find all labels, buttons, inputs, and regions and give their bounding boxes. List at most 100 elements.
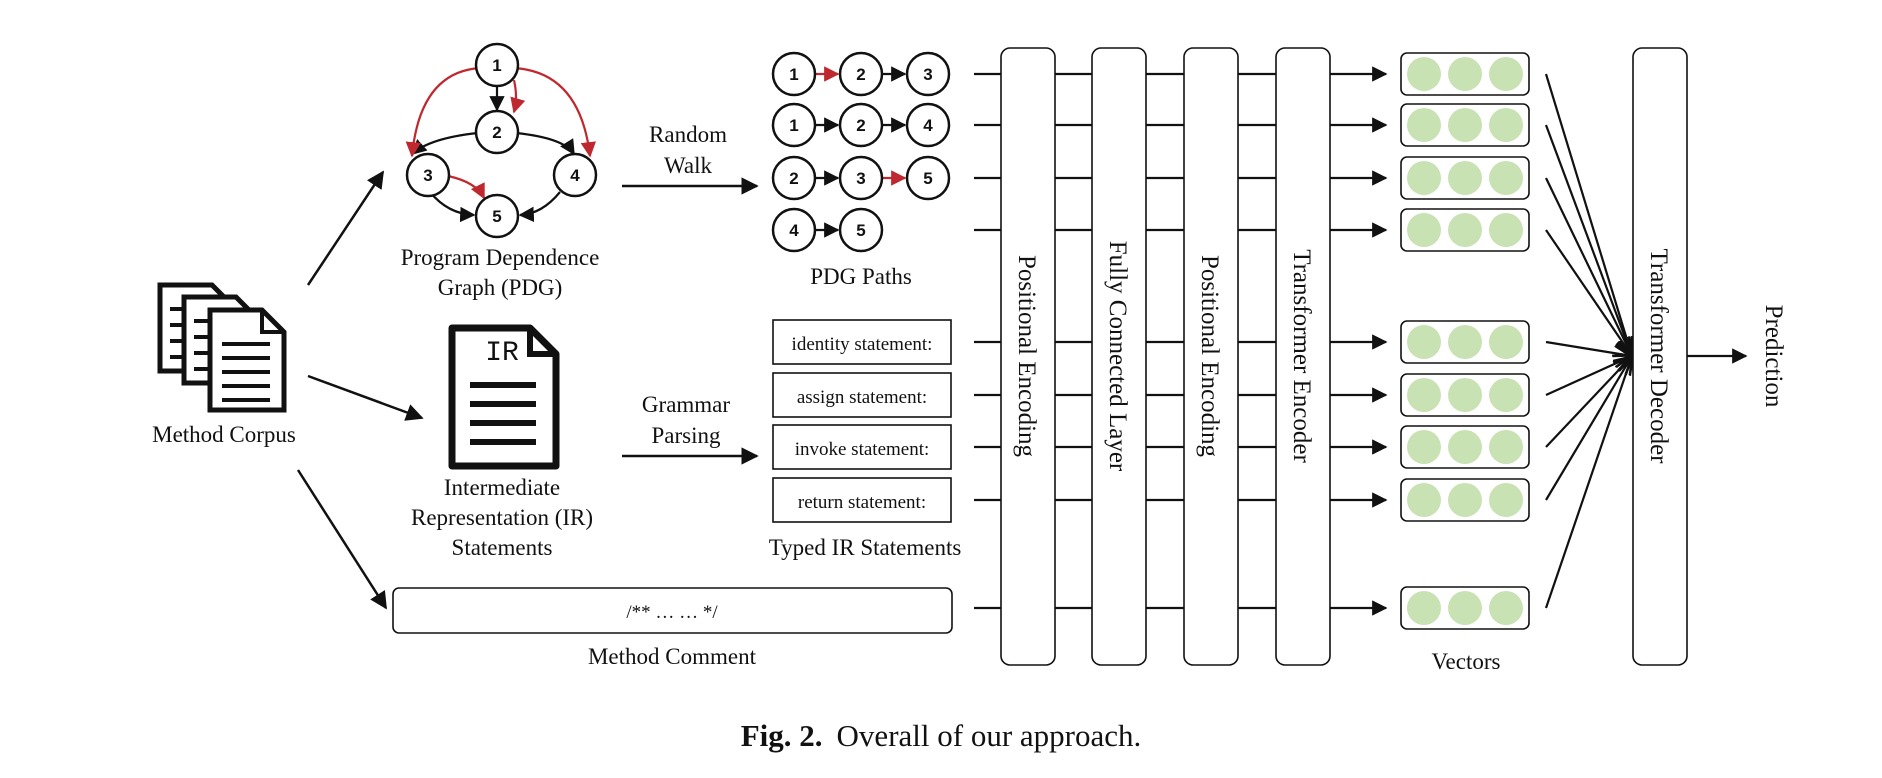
vector-cell — [1448, 161, 1482, 195]
ir-statement-box — [772, 319, 952, 365]
vector-cell — [1448, 213, 1482, 247]
vector-cell — [1407, 378, 1441, 412]
typed-ir-statements: identity statement: assign statement: in… — [772, 319, 952, 523]
method-comment-box — [392, 587, 953, 634]
svg-text:2: 2 — [856, 65, 865, 84]
vectors-group — [1400, 52, 1530, 630]
grammar-parsing-label-1: Grammar — [642, 392, 730, 417]
method-corpus-icon — [157, 282, 287, 413]
vector-cell — [1407, 325, 1441, 359]
vector-cell — [1448, 57, 1482, 91]
ir-label-line1: Intermediate — [444, 475, 560, 500]
vector-cell — [1407, 591, 1441, 625]
path-node: 4 — [905, 102, 951, 148]
pdg-red-edge — [405, 66, 481, 158]
ir-statement-box — [772, 424, 952, 470]
path-node: 2 — [838, 102, 884, 148]
vector-cell — [1489, 430, 1523, 464]
corpus-to-pdg-arrow — [306, 170, 385, 286]
path-node: 5 — [905, 155, 951, 201]
svg-text:Fully Connected Layer: Fully Connected Layer — [1104, 241, 1131, 472]
vector-cell — [1407, 57, 1441, 91]
ir-statement-box — [772, 372, 952, 418]
vector-cell — [1448, 108, 1482, 142]
vector-cell — [1448, 430, 1482, 464]
svg-text:3: 3 — [423, 166, 432, 185]
vector-cell — [1407, 483, 1441, 517]
pdg-label-line1: Program Dependence — [401, 245, 600, 270]
svg-text:Positional Encoding: Positional Encoding — [1196, 255, 1223, 458]
pdg-node: 5 — [474, 193, 520, 239]
vector-cell — [1489, 325, 1523, 359]
vector-cell — [1489, 57, 1523, 91]
vector-cell — [1489, 483, 1523, 517]
vector-cell — [1448, 378, 1482, 412]
layer-positional-encoding-2: Positional Encoding — [1183, 47, 1239, 666]
path-node: 1 — [771, 102, 817, 148]
ir-document-icon: IR — [448, 324, 560, 470]
svg-text:Positional Encoding: Positional Encoding — [1013, 255, 1040, 458]
ir-statement-box — [772, 477, 952, 523]
typed-ir-label: Typed IR Statements — [769, 535, 962, 560]
vector-cell — [1448, 483, 1482, 517]
svg-text:5: 5 — [492, 207, 501, 226]
random-walk-label-1: Random — [649, 122, 727, 147]
pdg-red-edge — [447, 174, 485, 200]
ir-label-line3: Statements — [452, 535, 553, 560]
svg-text:3: 3 — [856, 169, 865, 188]
ir-label-line2: Representation (IR) — [411, 505, 593, 530]
vector-cell — [1407, 108, 1441, 142]
svg-text:IR: IR — [485, 338, 519, 369]
svg-text:5: 5 — [923, 169, 932, 188]
vector-cell — [1489, 213, 1523, 247]
vector-cell — [1489, 108, 1523, 142]
pdg-node: 1 — [474, 42, 520, 88]
pdg-paths: 1 2 3 1 2 4 2 3 5 4 5 — [771, 51, 951, 253]
path-node: 5 — [838, 207, 884, 253]
ir-statement-text: return statement: — [798, 492, 926, 513]
caption-text: Overall of our approach. — [837, 718, 1142, 753]
layer-transformer-encoder: Transformer Encoder — [1275, 47, 1331, 666]
vector-cell — [1407, 430, 1441, 464]
svg-text:2: 2 — [856, 116, 865, 135]
svg-text:2: 2 — [492, 123, 501, 142]
path-node: 3 — [905, 51, 951, 97]
layer-positional-encoding-1: Positional Encoding — [1000, 47, 1056, 666]
pdg-node: 4 — [552, 152, 598, 198]
random-walk-label-2: Walk — [664, 153, 712, 178]
vectors-label: Vectors — [1432, 649, 1501, 674]
vector-cell — [1448, 325, 1482, 359]
vector-cell — [1448, 591, 1482, 625]
figure-caption: Fig. 2. Overall of our approach. — [741, 718, 1142, 753]
svg-text:4: 4 — [570, 166, 580, 185]
pdg-graph: 1 2 3 4 5 — [405, 42, 598, 239]
prediction-label: Prediction — [1760, 305, 1787, 408]
vector-cell — [1407, 213, 1441, 247]
svg-text:1: 1 — [789, 65, 798, 84]
svg-text:Transformer Encoder: Transformer Encoder — [1288, 249, 1315, 463]
vector-cell — [1489, 378, 1523, 412]
svg-text:5: 5 — [856, 221, 865, 240]
method-comment-label: Method Comment — [588, 644, 757, 669]
path-node: 3 — [838, 155, 884, 201]
ir-statement-text: identity statement: — [792, 334, 933, 355]
transformer-decoder: Transformer Decoder — [1632, 47, 1688, 666]
corpus-to-ir-arrow — [307, 374, 424, 421]
ir-statement-text: assign statement: — [797, 387, 927, 408]
pdg-node: 2 — [474, 109, 520, 155]
caption-fig-number: Fig. 2. — [741, 718, 823, 753]
path-node: 1 — [771, 51, 817, 97]
pdg-edge — [410, 131, 479, 156]
path-node: 4 — [771, 207, 817, 253]
pdg-red-edge — [510, 79, 526, 114]
pdg-label-line2: Graph (PDG) — [438, 275, 563, 300]
corpus-to-comment-arrow — [296, 469, 388, 610]
svg-text:Transformer Decoder: Transformer Decoder — [1645, 249, 1672, 465]
grammar-parsing-label-2: Parsing — [652, 423, 722, 448]
vector-cell — [1489, 591, 1523, 625]
decoder-input-arrows — [1544, 73, 1632, 609]
svg-text:1: 1 — [789, 116, 798, 135]
pdg-red-edge — [513, 66, 597, 158]
path-node: 2 — [771, 155, 817, 201]
